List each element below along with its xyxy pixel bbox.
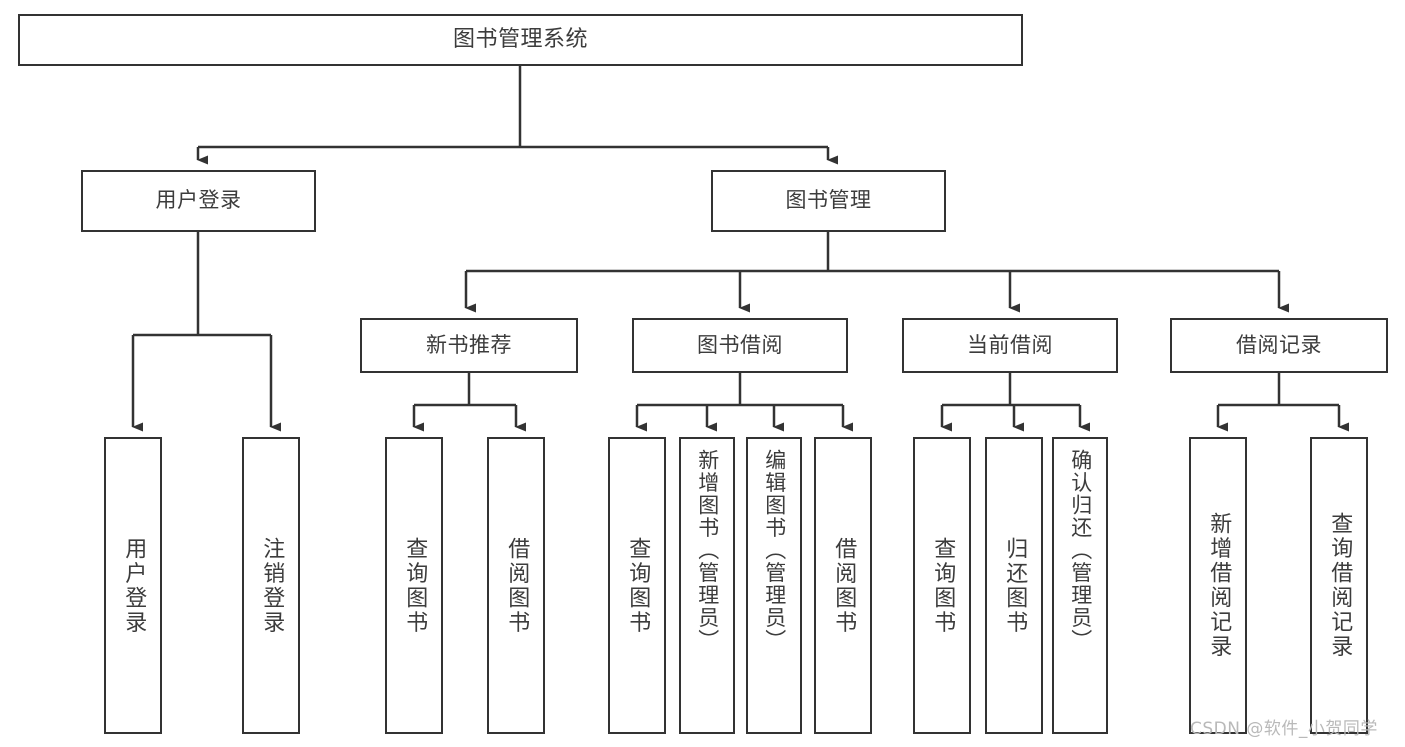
node-label: 新增图书（管理员）	[695, 449, 720, 652]
node-label: 借阅记录	[1236, 332, 1322, 357]
node-label: 图书管理系统	[452, 26, 588, 52]
node-label: 查询图书	[625, 536, 651, 635]
node-label: 新增借阅记录	[1206, 512, 1232, 659]
node-borrow-record[interactable]: 借阅记录	[1170, 318, 1388, 373]
node-root-system[interactable]: 图书管理系统	[18, 14, 1023, 66]
node-new-book-recommend[interactable]: 新书推荐	[360, 318, 578, 373]
node-label: 确认归还（管理员）	[1068, 449, 1093, 652]
leaf-query-book-borrow[interactable]: 查询图书	[608, 437, 666, 734]
node-label: 借阅图书	[504, 536, 530, 635]
node-label: 当前借阅	[967, 332, 1053, 357]
node-book-management[interactable]: 图书管理	[711, 170, 946, 232]
node-user-login[interactable]: 用户登录	[81, 170, 316, 232]
leaf-user-login[interactable]: 用户登录	[104, 437, 162, 734]
leaf-borrow-book-newbook[interactable]: 借阅图书	[487, 437, 545, 734]
node-label: 编辑图书（管理员）	[762, 449, 787, 652]
node-label: 注销登录	[259, 536, 285, 635]
node-label: 查询图书	[930, 536, 956, 635]
node-book-borrow[interactable]: 图书借阅	[632, 318, 848, 373]
node-label: 图书借阅	[697, 332, 783, 357]
leaf-borrow-book[interactable]: 借阅图书	[814, 437, 872, 734]
leaf-confirm-return-admin[interactable]: 确认归还（管理员）	[1052, 437, 1108, 734]
leaf-query-borrow-record[interactable]: 查询借阅记录	[1310, 437, 1368, 734]
node-label: 查询图书	[402, 536, 428, 635]
leaf-query-book-newbook[interactable]: 查询图书	[385, 437, 443, 734]
node-label: 用户登录	[155, 188, 242, 213]
leaf-return-book[interactable]: 归还图书	[985, 437, 1043, 734]
leaf-edit-book-admin[interactable]: 编辑图书（管理员）	[746, 437, 802, 734]
node-label: 查询借阅记录	[1327, 512, 1353, 659]
node-label: 归还图书	[1002, 536, 1028, 635]
watermark-text: CSDN @软件_小贺同学	[1190, 719, 1378, 739]
node-label: 借阅图书	[831, 536, 857, 635]
leaf-logout[interactable]: 注销登录	[242, 437, 300, 734]
node-label: 用户登录	[121, 536, 147, 635]
leaf-query-book-current[interactable]: 查询图书	[913, 437, 971, 734]
leaf-add-book-admin[interactable]: 新增图书（管理员）	[679, 437, 735, 734]
node-label: 新书推荐	[426, 332, 512, 357]
leaf-add-borrow-record[interactable]: 新增借阅记录	[1189, 437, 1247, 734]
node-current-borrow[interactable]: 当前借阅	[902, 318, 1118, 373]
node-label: 图书管理	[785, 188, 872, 213]
